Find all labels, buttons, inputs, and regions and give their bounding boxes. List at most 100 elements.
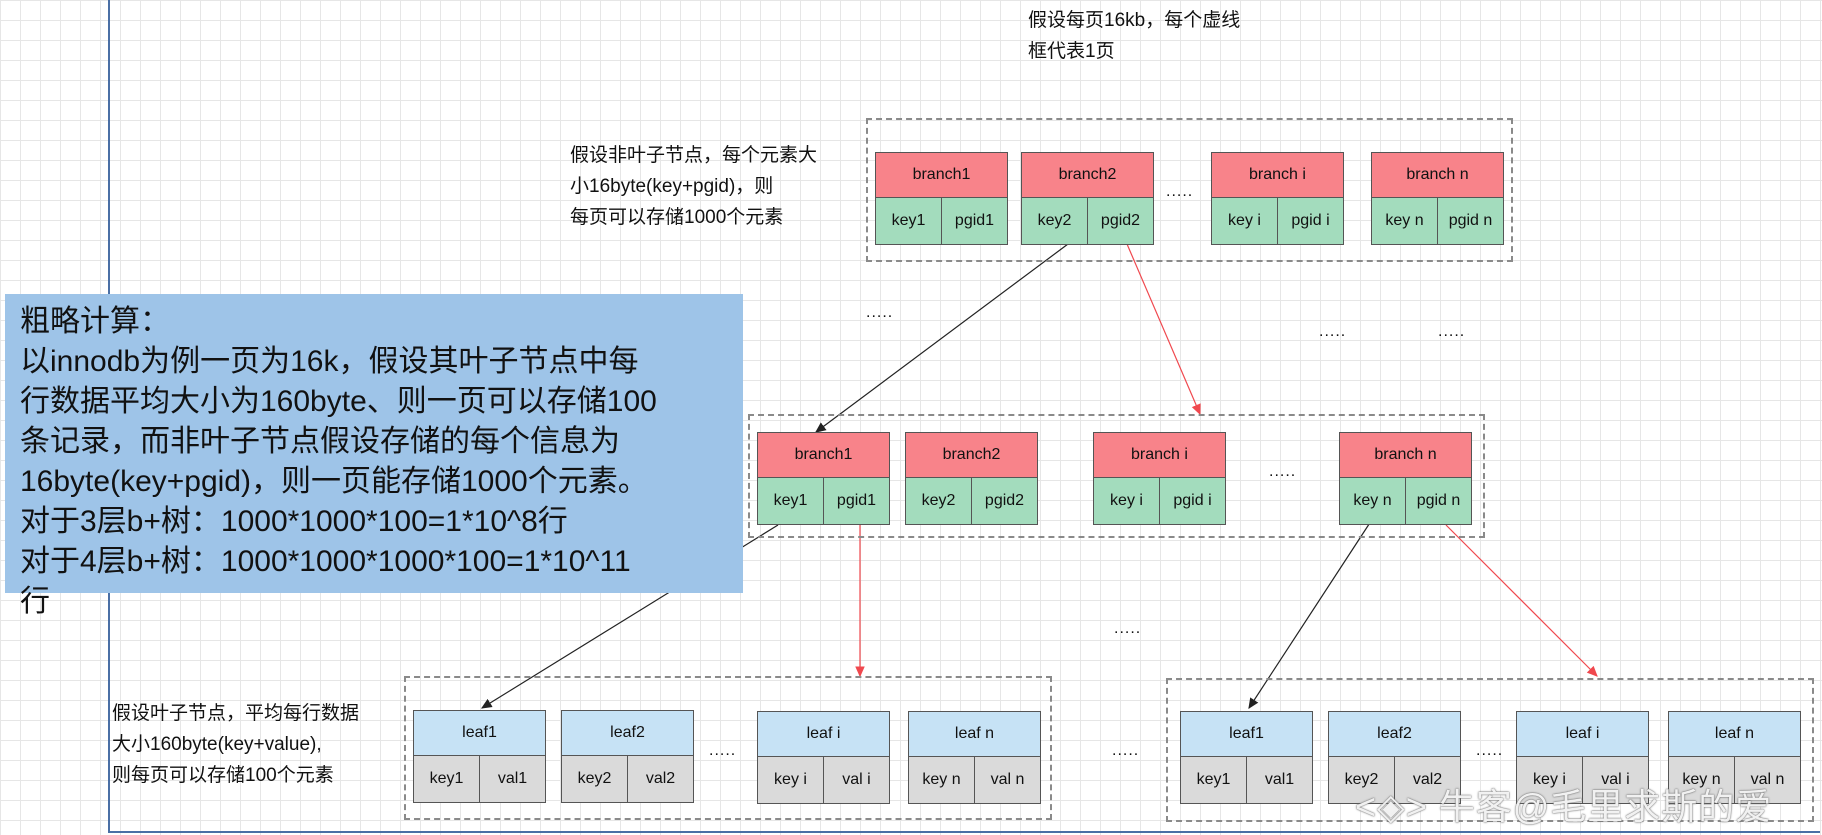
- ellipsis-center: .....: [1114, 620, 1142, 637]
- node-key: key i: [1093, 478, 1160, 525]
- watermark-text: 牛客@毛里求斯的爱: [1438, 786, 1773, 827]
- ellipsis-leaf-a: .....: [709, 742, 737, 759]
- node-title: leaf1: [1180, 711, 1313, 757]
- note-line: 假设每页16kb，每个虚线: [1028, 10, 1241, 31]
- node-key: key n: [1339, 478, 1406, 525]
- node-value: val2: [1394, 757, 1461, 804]
- note-branch: 假设非叶子节点，每个元素大 小16byte(key+pgid)，则 每页可以存储…: [570, 140, 817, 233]
- summary-line: 行数据平均大小为160byte、则一页可以存储100: [20, 385, 657, 418]
- edge-l1-pgid2-to-l2-branch-i: [1126, 243, 1201, 416]
- node-key: key i: [1211, 198, 1278, 245]
- summary-line: 16byte(key+pgid)，则一页能存储1000个元素。: [20, 465, 648, 498]
- node-title: leaf i: [1516, 711, 1649, 757]
- node-key: key2: [561, 756, 628, 803]
- edge-l2-pgid-n-to-leaf-n-b: [1445, 524, 1598, 677]
- summary-line: 粗略计算：: [20, 305, 170, 338]
- page-level1: [866, 118, 1513, 262]
- note-line: 框代表1页: [1028, 41, 1115, 62]
- l2-branch-i: branch i key i pgid i: [1093, 432, 1226, 525]
- note-line: 大小160byte(key+value),: [112, 734, 322, 755]
- node-title: leaf n: [908, 711, 1041, 757]
- leaf-a-n: leaf n key n val n: [908, 711, 1041, 804]
- summary-line: 行: [20, 585, 50, 618]
- watermark: <◈> 牛客@毛里求斯的爱: [1355, 778, 1772, 830]
- note-leaf: 假设叶子节点，平均每行数据 大小160byte(key+value), 则每页可…: [112, 698, 359, 791]
- node-key: key1: [413, 756, 480, 803]
- node-key: key n: [1371, 198, 1438, 245]
- l1-branch2: branch2 key2 pgid2: [1021, 152, 1154, 245]
- node-key: key i: [1516, 757, 1583, 804]
- node-title: branch2: [1021, 152, 1154, 198]
- l2-branch1: branch1 key1 pgid1: [757, 432, 890, 525]
- node-title: branch n: [1371, 152, 1504, 198]
- note-line: 则每页可以存储100个元素: [112, 765, 334, 786]
- note-line: 每页可以存储1000个元素: [570, 207, 784, 228]
- summary-line: 条记录，而非叶子节点假设存储的每个信息为: [20, 425, 620, 458]
- l1-branch-i: branch i key i pgid i: [1211, 152, 1344, 245]
- leaf-a-1: leaf1 key1 val1: [413, 710, 546, 803]
- leaf-a-2: leaf2 key2 val2: [561, 710, 694, 803]
- page-leaves-a: [404, 676, 1052, 820]
- node-pgid: pgid i: [1277, 198, 1344, 245]
- watermark-logo-icon: <◈>: [1355, 786, 1428, 827]
- node-pgid: pgid2: [971, 478, 1038, 525]
- page-leaves-b: [1166, 678, 1814, 822]
- node-pgid: pgid1: [941, 198, 1008, 245]
- node-value: val2: [627, 756, 694, 803]
- edge-l2-key-n-to-leaf1-b: [1248, 514, 1376, 710]
- summary-box: [5, 294, 743, 593]
- node-value: val n: [1734, 757, 1801, 804]
- leaf-a-i: leaf i key i val i: [757, 711, 890, 804]
- note-line: 假设叶子节点，平均每行数据: [112, 703, 360, 724]
- summary-line: 对于3层b+树：1000*1000*100=1*10^8行: [20, 505, 568, 538]
- node-value: val i: [823, 757, 890, 804]
- summary-line: 以innodb为例一页为16k，假设其叶子节点中每: [20, 345, 639, 378]
- node-title: leaf1: [413, 710, 546, 756]
- node-title: leaf2: [561, 710, 694, 756]
- node-key: key1: [875, 198, 942, 245]
- node-value: val i: [1582, 757, 1649, 804]
- summary-line: 对于4层b+树：1000*1000*1000*100=1*10^11: [20, 545, 631, 578]
- node-pgid: pgid n: [1405, 478, 1472, 525]
- node-pgid: pgid n: [1437, 198, 1504, 245]
- node-title: branch1: [757, 432, 890, 478]
- note-line: 假设非叶子节点，每个元素大: [570, 145, 818, 166]
- leaf-b-2: leaf2 key2 val2: [1328, 711, 1461, 804]
- l2-branch2: branch2 key2 pgid2: [905, 432, 1038, 525]
- node-title: leaf n: [1668, 711, 1801, 757]
- ellipsis-l1-mid: .....: [1166, 183, 1194, 200]
- note-line: 小16byte(key+pgid)，则: [570, 176, 774, 197]
- ellipsis-l2-mid: .....: [1269, 463, 1297, 480]
- node-key: key n: [1668, 757, 1735, 804]
- edge-l1-key2-to-l2-branch1: [815, 243, 1069, 433]
- node-value: val1: [1246, 757, 1313, 804]
- node-title: branch i: [1093, 432, 1226, 478]
- leaf-b-i: leaf i key i val i: [1516, 711, 1649, 804]
- page-level2: [748, 414, 1485, 538]
- node-title: branch i: [1211, 152, 1344, 198]
- l2-branch-n: branch n key n pgid n: [1339, 432, 1472, 525]
- node-title: branch2: [905, 432, 1038, 478]
- node-key: key1: [757, 478, 824, 525]
- node-title: branch n: [1339, 432, 1472, 478]
- node-title: branch1: [875, 152, 1008, 198]
- l1-branch-n: branch n key n pgid n: [1371, 152, 1504, 245]
- node-pgid: pgid i: [1159, 478, 1226, 525]
- node-pgid: pgid1: [823, 478, 890, 525]
- ellipsis-right-2: .....: [1438, 323, 1466, 340]
- node-value: val n: [974, 757, 1041, 804]
- node-key: key2: [905, 478, 972, 525]
- note-top: 假设每页16kb，每个虚线 框代表1页: [1028, 5, 1240, 67]
- node-key: key i: [757, 757, 824, 804]
- l1-branch1: branch1 key1 pgid1: [875, 152, 1008, 245]
- leaf-b-n: leaf n key n val n: [1668, 711, 1801, 804]
- ellipsis-leaf-b: .....: [1476, 742, 1504, 759]
- node-key: key n: [908, 757, 975, 804]
- node-value: val1: [479, 756, 546, 803]
- node-key: key1: [1180, 757, 1247, 804]
- node-key: key2: [1021, 198, 1088, 245]
- ellipsis-right-1: .....: [1319, 323, 1347, 340]
- ellipsis-left-1: .....: [866, 304, 894, 321]
